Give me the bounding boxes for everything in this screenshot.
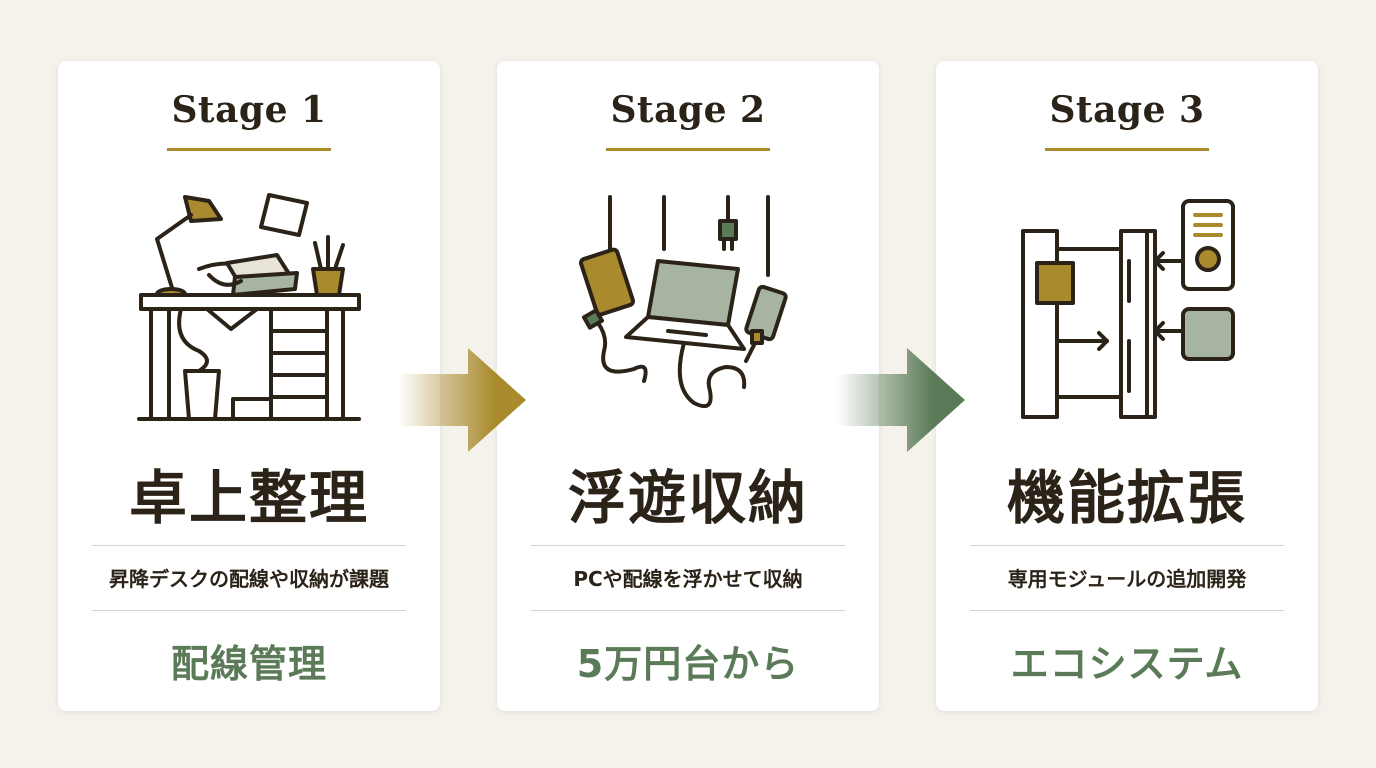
stage-card-1: Stage 1	[58, 61, 440, 711]
divider	[92, 545, 406, 546]
divider	[970, 610, 1284, 611]
stage-description: 専用モジュールの追加開発	[1007, 567, 1247, 591]
stage-title: 機能拡張	[1006, 464, 1247, 532]
floating-devices-icon	[579, 195, 788, 408]
divider	[531, 545, 845, 546]
stage-underline	[167, 148, 331, 151]
cluttered-desk-icon	[137, 193, 361, 421]
stage-underline	[606, 148, 770, 151]
divider	[970, 545, 1284, 546]
stage-label: Stage 3	[1049, 89, 1205, 131]
stage-card-2: Stage 2 浮遊収納 PCや配線を浮かせて収納 5万円	[497, 61, 879, 711]
stage-label: Stage 1	[171, 89, 327, 131]
modular-rack-icon	[1021, 199, 1235, 419]
arrow-right-icon	[837, 348, 965, 452]
stage-underline	[1045, 148, 1209, 151]
stage-title: 浮遊収納	[567, 464, 808, 532]
stage-description: PCや配線を浮かせて収納	[573, 567, 803, 591]
stage-keyword: エコシステム	[1010, 642, 1244, 686]
stage-keyword: 5万円台から	[576, 642, 800, 686]
stage-title: 卓上整理	[128, 464, 369, 532]
divider	[531, 610, 845, 611]
stage-card-3: Stage 3 機能拡張 専用モジュール	[936, 61, 1318, 711]
stage-keyword: 配線管理	[170, 642, 327, 686]
arrow-right-icon	[398, 348, 526, 452]
divider	[92, 610, 406, 611]
stage-description: 昇降デスクの配線や収納が課題	[109, 567, 389, 591]
stage-label: Stage 2	[610, 89, 766, 131]
